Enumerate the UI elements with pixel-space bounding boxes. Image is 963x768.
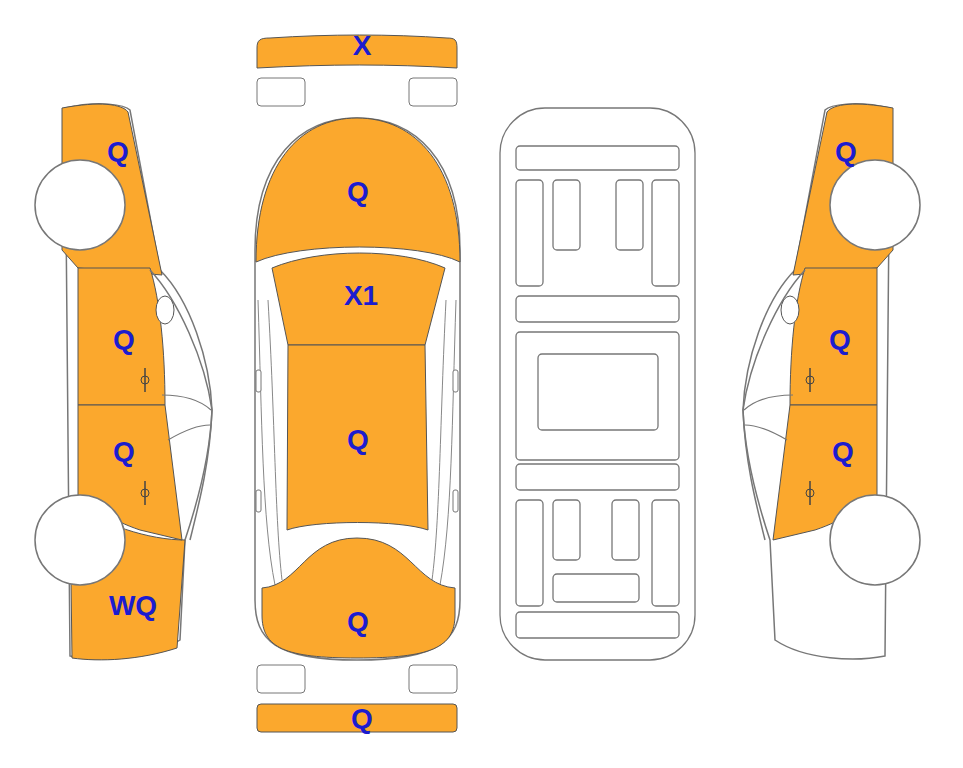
panel-code: Q: [351, 705, 373, 733]
panel-code: Q: [113, 326, 135, 354]
panel-code: Q: [113, 438, 135, 466]
panel-code: Q: [347, 426, 369, 454]
panel-code: Q: [347, 608, 369, 636]
panel-code: X: [353, 32, 372, 60]
panel-code: WQ: [109, 592, 157, 620]
panel-code: Q: [832, 438, 854, 466]
panel-code: X1: [344, 282, 378, 310]
panel-code: Q: [835, 138, 857, 166]
panel-code: Q: [107, 138, 129, 166]
panel-code: Q: [829, 326, 851, 354]
panel-code: Q: [347, 178, 369, 206]
